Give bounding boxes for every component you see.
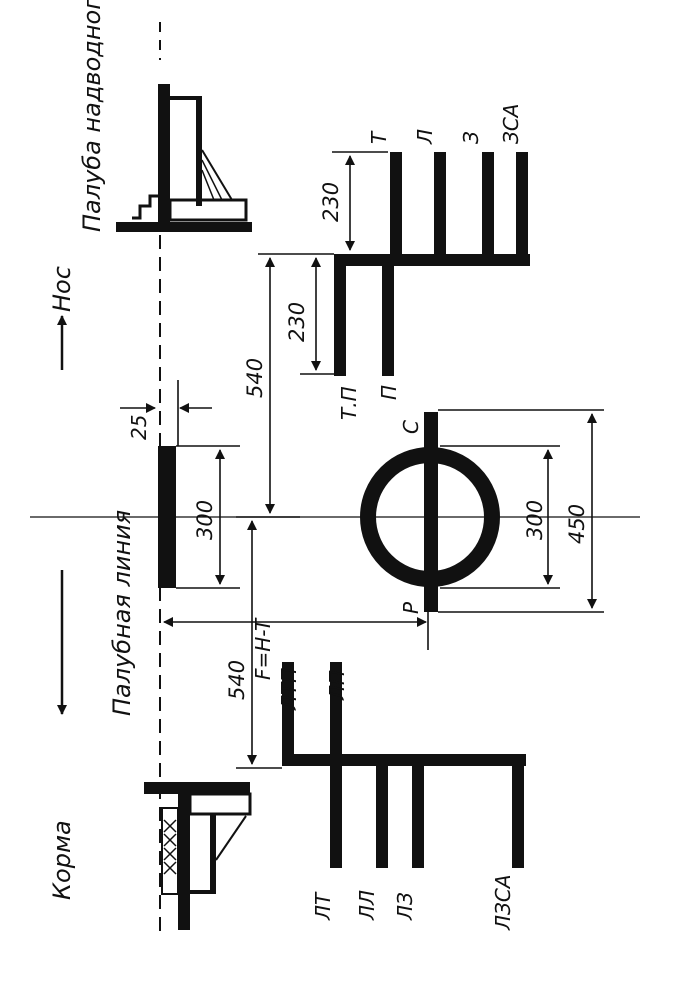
deck-line-label: Палубная линия — [108, 510, 136, 716]
dim-230-top: 230 — [319, 182, 343, 222]
circle-mark-bottom: Р — [399, 601, 423, 614]
upper-top-mark-1: Л — [413, 129, 437, 145]
dim-450: 450 — [565, 504, 589, 544]
lower-load-line-comb — [282, 662, 526, 868]
load-line-disc — [360, 412, 500, 612]
upper-top-mark-2: З — [459, 131, 483, 144]
dim-540-upper: 540 — [243, 358, 267, 398]
lower-bottom-mark-0: ЛТ — [311, 891, 335, 921]
freeboard-formula-label: F=H-T — [251, 617, 275, 680]
dim-300-circle: 300 — [523, 500, 547, 540]
dim-300-deck: 300 — [193, 500, 217, 540]
dimension-lines — [120, 151, 604, 769]
lower-bottom-mark-3: ЛЗСА — [491, 874, 515, 931]
bow-label: Нос — [48, 266, 76, 312]
upper-top-mark-3: ЗСА — [499, 104, 523, 144]
upper-load-line-comb — [334, 152, 530, 376]
upper-bottom-mark-1: П — [377, 385, 401, 400]
upper-top-mark-0: Т — [367, 130, 391, 144]
dim-230-mid: 230 — [285, 302, 309, 342]
deck-structure-bow — [116, 84, 252, 232]
dim-25: 25 — [127, 415, 151, 440]
lower-bottom-mark-1: ЛЛ — [355, 890, 379, 921]
lower-top-mark-0: ЛТП — [277, 668, 301, 711]
deck-structure-stern — [144, 782, 252, 930]
stern-label: Корма — [48, 820, 76, 900]
dim-540-lower: 540 — [225, 660, 249, 700]
deck-side-label: Палуба надводного борта — [78, 0, 106, 232]
upper-bottom-mark-0: Т.П — [337, 386, 361, 420]
deck-line-mark — [158, 446, 176, 588]
lower-bottom-mark-2: ЛЗ — [393, 892, 417, 921]
circle-mark-top: С — [399, 420, 423, 434]
lower-top-mark-1: ЛП — [325, 670, 349, 701]
